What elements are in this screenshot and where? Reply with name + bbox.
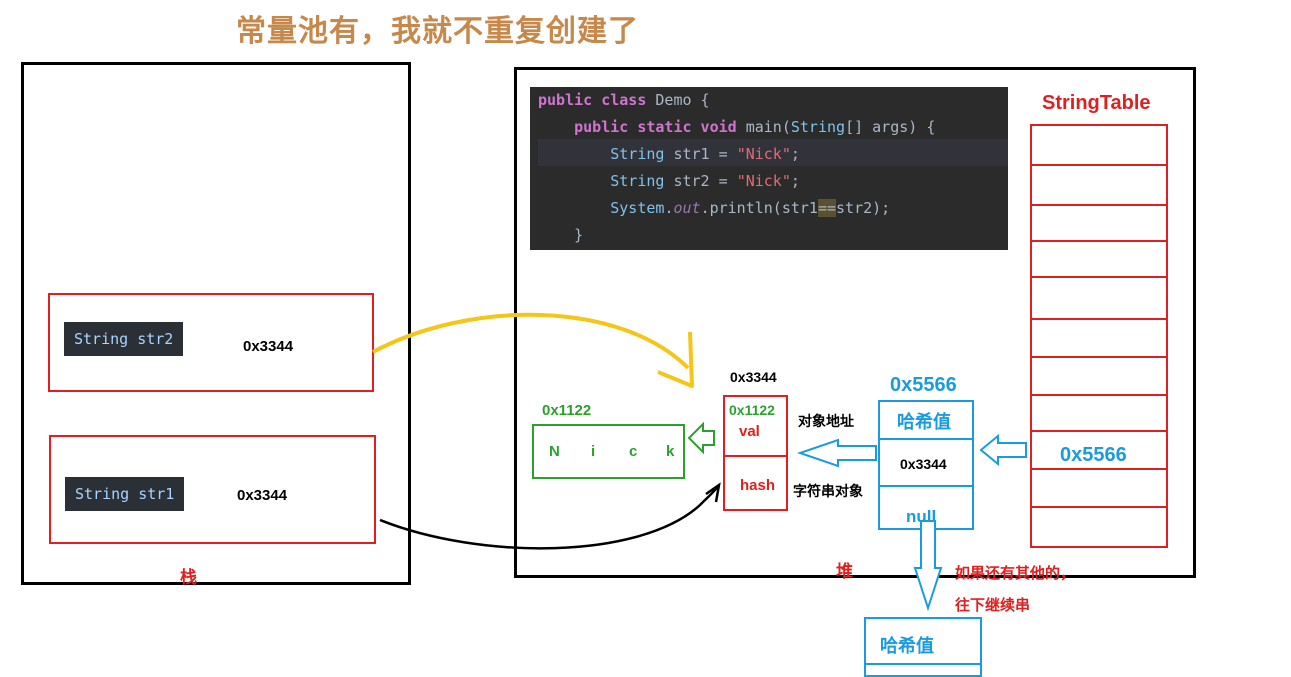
str2-address: 0x3344 [243,338,294,355]
string-object [723,395,788,511]
heap-label: 堆 [836,562,853,582]
str1-address: 0x3344 [237,487,288,504]
chain-note-line2: 往下继续串 [955,596,1031,614]
string-table [1030,124,1168,548]
string-object-val-ref: 0x1122 [729,402,775,418]
stack-slot-str1 [49,435,376,544]
page-title: 常量池有，我就不重复创建了 [236,14,639,49]
char-i: i [591,443,596,460]
code-line-1: public class Demo { [538,91,710,109]
object-address-label: 对象地址 [798,414,854,430]
entry-hash-label: 哈希值 [897,412,951,432]
code-line-2: public static void main(String[] args) { [574,118,936,136]
var-chip-str2: String str2 [64,322,184,356]
string-object-val: val [739,423,760,440]
code-line-4: String str2 = "Nick"; [610,172,800,190]
entry-value: 0x3344 [900,456,947,472]
code-line-5: System.out.println(str1==str2); [610,199,891,217]
code-line-3: String str1 = "Nick"; [610,145,800,163]
char-c: c [629,443,638,460]
entry-address: 0x5566 [890,374,957,396]
entry-next: null [906,507,937,526]
chain-note-line1: 如果还有其他的， [955,564,1076,582]
string-object-label: 字符串对象 [793,484,863,500]
string-object-hash: hash [740,477,776,494]
char-array-address: 0x1122 [542,402,592,419]
code-block: public class Demo { public static void m… [530,87,1008,250]
char-n: N [549,443,560,460]
string-object-address: 0x3344 [730,369,777,385]
next-entry-hash-label: 哈希值 [880,636,934,656]
stack-label: 栈 [180,568,197,588]
var-chip-str1: String str1 [65,477,185,511]
string-table-title: StringTable [1042,92,1151,114]
char-k: k [666,443,675,460]
string-table-entry: 0x5566 [1060,444,1127,466]
char-array [532,424,685,479]
code-line-6: } [538,226,584,244]
